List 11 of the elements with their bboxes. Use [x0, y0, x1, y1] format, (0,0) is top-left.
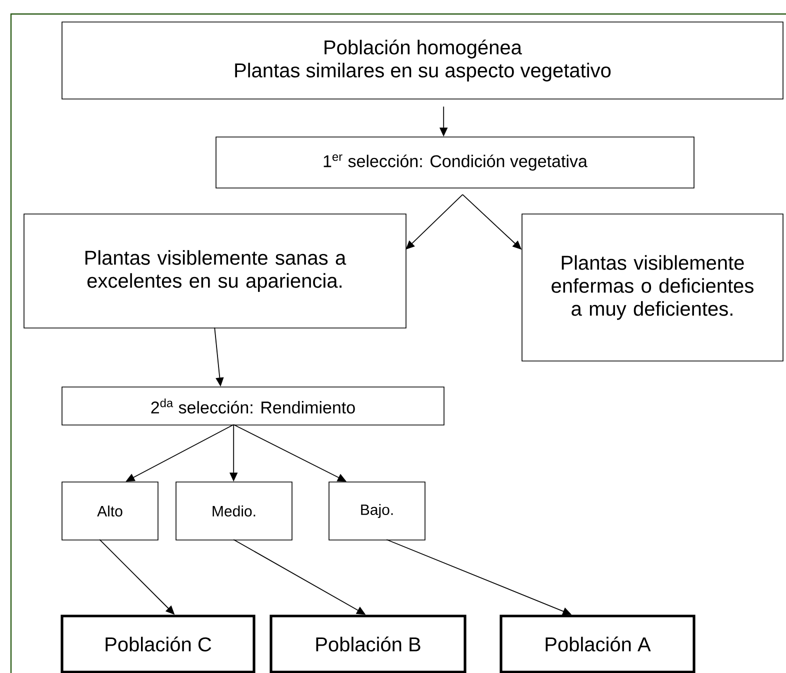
result-box: Población A	[500, 614, 696, 673]
process-box: Población homogénea Plantas similares en su aspecto vegetativo	[62, 22, 784, 100]
process-box: Plantas visiblemente enfermas o deficientes a muy deficientes.	[522, 214, 784, 362]
process-box: Medio.	[176, 482, 292, 540]
result-box: Población C	[60, 614, 256, 673]
process-box: Alto	[62, 482, 158, 540]
process-box: Bajo.	[328, 482, 426, 540]
process-box: Plantas visiblemente sanas a excelentes en su apariencia.	[24, 214, 406, 328]
process-box: 2$^{da}$ selección: Rendimiento	[62, 386, 444, 426]
process-box: 1$^{er}$ selección: Condición vegetativa	[216, 136, 694, 188]
result-box: Población B	[270, 614, 466, 673]
